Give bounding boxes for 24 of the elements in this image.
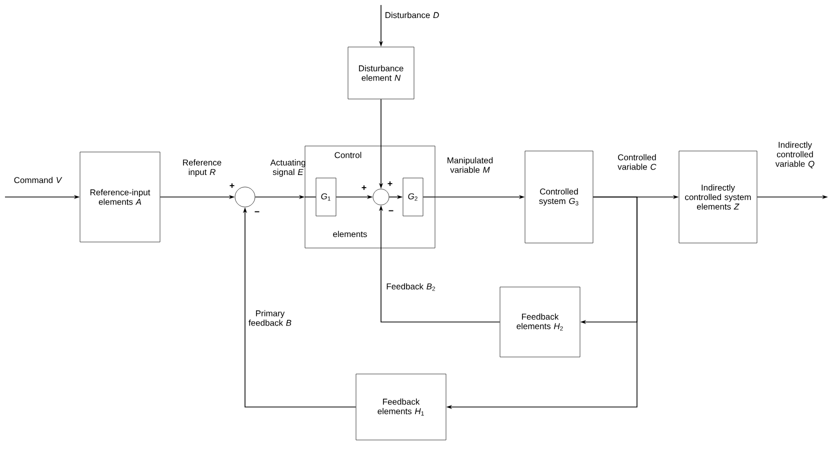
edge-label: Indirectly controlled variable Q bbox=[775, 142, 814, 168]
edge-label: Primary feedback B bbox=[248, 310, 292, 326]
transfer-box: G$_{1}$ bbox=[316, 178, 336, 216]
edge-label: Controlled variable C bbox=[618, 154, 656, 170]
block-box: Feedback elements H$_{1}$ bbox=[356, 374, 446, 440]
sign-label: + bbox=[230, 183, 234, 188]
edge-label: Manipulated variable M bbox=[448, 157, 493, 173]
transfer-box: G$_{2}$ bbox=[402, 178, 424, 216]
sign-label: − bbox=[254, 211, 260, 212]
sign-label: + bbox=[362, 185, 366, 190]
edge-label: Reference input R bbox=[183, 159, 222, 177]
edge-label: Actuating signal E bbox=[270, 159, 306, 177]
block-box: Indirectly controlled system elements Z bbox=[678, 150, 758, 244]
block-box: Feedback elements H$_{2}$ bbox=[500, 286, 580, 358]
edge-label: Disturbance D bbox=[386, 12, 439, 18]
sign-label: + bbox=[388, 181, 392, 186]
block-box: Disturbance element N bbox=[348, 46, 414, 100]
block-box: Reference-input elements A bbox=[80, 152, 160, 242]
summing-junction bbox=[372, 188, 390, 206]
edge-label: Command V bbox=[14, 176, 62, 184]
sign-label: − bbox=[388, 210, 394, 212]
block-box: Controlled system G$_{3}$ bbox=[524, 150, 594, 244]
summing-junction bbox=[234, 186, 256, 208]
edge-label: Feedback B$_{2}$ bbox=[386, 283, 436, 291]
